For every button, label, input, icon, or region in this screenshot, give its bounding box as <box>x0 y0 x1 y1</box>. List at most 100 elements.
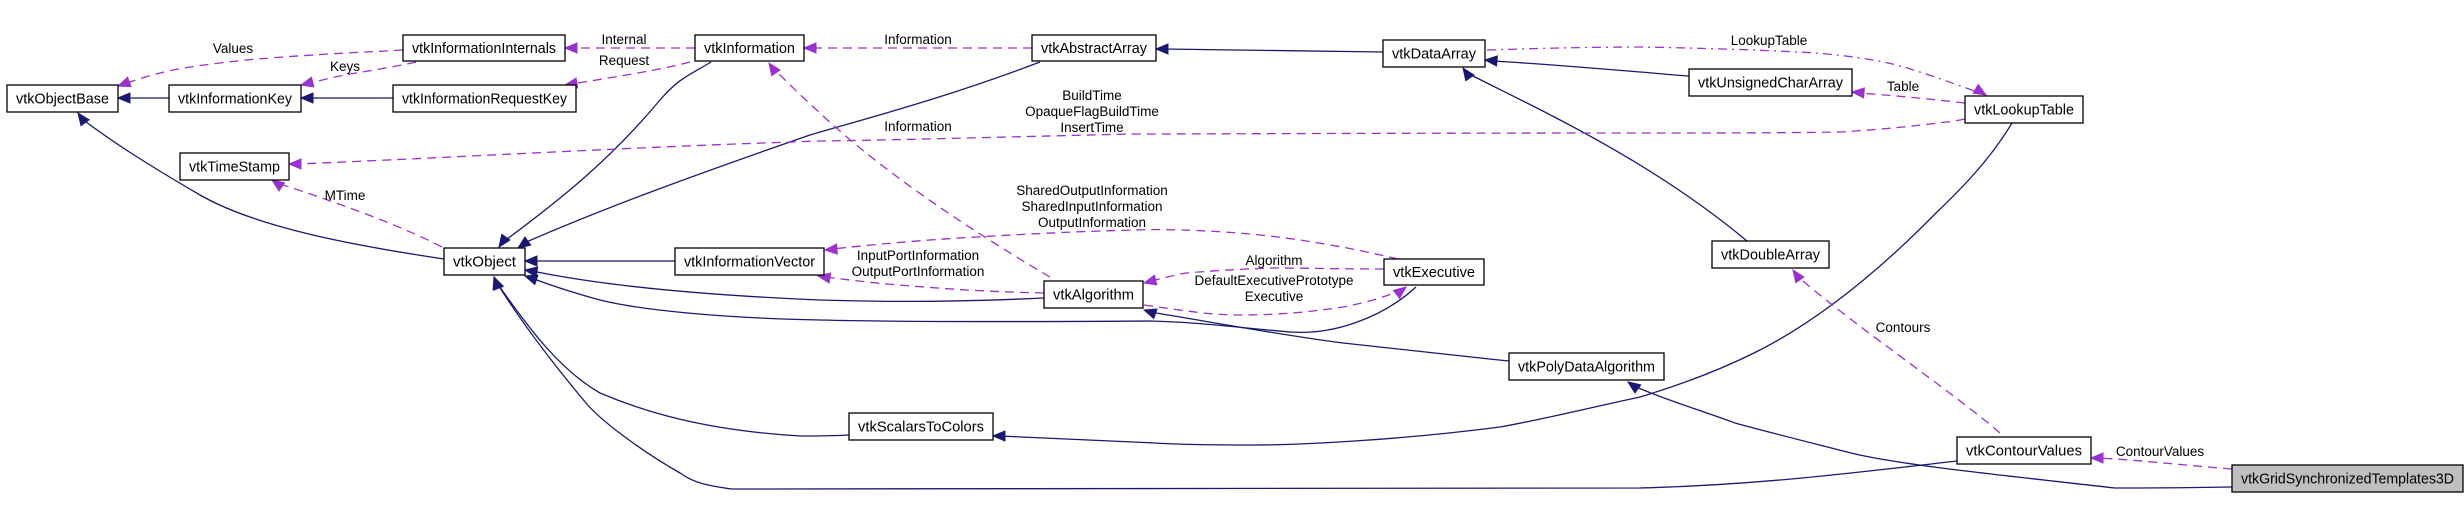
class-node-box <box>179 152 290 181</box>
edge-label-executive: Executive <box>1245 289 1304 304</box>
edge-label-table: Table <box>1887 79 1919 94</box>
arrowhead-icon <box>2089 452 2104 464</box>
arrowhead-icon <box>1626 381 1642 394</box>
arrowhead-icon <box>823 243 838 255</box>
class-node-label: vtkDataArray <box>1392 46 1476 63</box>
edge-label-information-algorithm: Information <box>884 119 952 134</box>
class-node-algorithm[interactable]: vtkAlgorithm <box>1043 280 1144 309</box>
edge-scalarstocolors-to-object <box>496 282 850 437</box>
class-node-box <box>674 247 825 276</box>
arrowhead-icon <box>516 236 532 249</box>
class-node-infovector[interactable]: vtkInformationVector <box>674 247 825 276</box>
class-node-dataarray[interactable]: vtkDataArray <box>1382 39 1486 68</box>
class-node-label: vtkObjectBase <box>16 91 109 108</box>
edge-label-information-abstract: Information <box>884 32 952 47</box>
class-node-box <box>694 34 805 62</box>
class-node-contourvalues[interactable]: vtkContourValues <box>1956 436 2092 465</box>
edge-label-algorithm: Algorithm <box>1245 253 1302 268</box>
edge-object-to-objectbase <box>81 118 445 260</box>
edge-label-values: Values <box>213 41 254 56</box>
class-node-label: vtkInformationVector <box>684 254 815 271</box>
edge-label-lookuptable: LookupTable <box>1731 33 1808 48</box>
edge-label-keys: Keys <box>330 59 360 74</box>
class-node-label: vtkDoubleArray <box>1721 247 1820 264</box>
arrowhead-icon <box>77 111 91 127</box>
class-node-timestamp[interactable]: vtkTimeStamp <box>179 152 290 181</box>
class-node-unsignedchararray[interactable]: vtkUnsignedCharArray <box>1688 68 1853 97</box>
class-node-gridsync[interactable]: vtkGridSynchronizedTemplates3D <box>2231 464 2464 493</box>
class-node-box <box>6 84 119 113</box>
arrowhead-icon <box>116 76 132 88</box>
arrowhead-icon <box>116 92 131 104</box>
edge-executive <box>1143 289 1402 316</box>
edge-times <box>295 118 1966 165</box>
class-node-label: vtkObject <box>453 254 517 271</box>
class-node-box <box>1383 258 1485 286</box>
edge-label-times: InsertTime <box>1060 120 1123 135</box>
class-node-box <box>168 84 302 113</box>
class-node-information[interactable]: vtkInformation <box>694 34 805 62</box>
arrowhead-icon <box>287 158 302 170</box>
arrowhead-icon <box>1972 83 1988 96</box>
edge-labels-layer: ValuesKeysInternalRequestInformationInfo… <box>213 32 2205 459</box>
arrowhead-icon <box>1792 268 1805 284</box>
edge-label-portinfo: InputPortInformation <box>857 248 979 263</box>
edge-label-times: BuildTime <box>1062 88 1122 103</box>
class-node-label: vtkPolyDataAlgorithm <box>1518 359 1655 376</box>
class-node-box <box>1382 39 1486 68</box>
class-node-object[interactable]: vtkObject <box>443 247 526 276</box>
edge-dataarray-to-abstractarray <box>1162 48 1384 53</box>
class-node-box <box>1964 95 2084 124</box>
class-node-lookuptable[interactable]: vtkLookupTable <box>1964 95 2084 124</box>
class-node-scalarstocolors[interactable]: vtkScalarsToColors <box>848 412 994 441</box>
edge-lookuptable <box>1486 46 1982 94</box>
arrowhead-icon <box>523 255 538 267</box>
class-node-label: vtkUnsignedCharArray <box>1698 75 1843 92</box>
edge-label-internal: Internal <box>601 32 646 47</box>
class-node-infokey[interactable]: vtkInformationKey <box>168 84 302 113</box>
edge-contours <box>1796 275 2001 434</box>
arrowhead-icon <box>1142 308 1158 320</box>
class-node-label: vtkAlgorithm <box>1053 287 1134 304</box>
arrowhead-icon <box>493 275 505 291</box>
class-node-executive[interactable]: vtkExecutive <box>1383 258 1485 286</box>
class-node-doublearray[interactable]: vtkDoubleArray <box>1711 240 1830 269</box>
class-node-box <box>1031 34 1157 62</box>
edge-contourvalues <box>2097 457 2233 470</box>
class-node-box <box>848 412 994 441</box>
arrowhead-icon <box>1142 274 1158 286</box>
class-node-label: vtkContourValues <box>1966 443 2082 460</box>
edge-gridsync-to-polydataalgorithm <box>1633 385 2233 489</box>
arrowhead-icon <box>1154 43 1169 55</box>
edge-label-contourvalues: ContourValues <box>2116 444 2205 459</box>
class-node-label: vtkInformationRequestKey <box>402 91 567 108</box>
class-node-label: vtkInformationInternals <box>412 40 556 57</box>
edge-executive-to-object <box>530 277 1417 334</box>
edge-values <box>123 49 404 85</box>
edge-label-contours: Contours <box>1876 320 1931 335</box>
class-node-objectbase[interactable]: vtkObjectBase <box>6 84 119 113</box>
edge-label-request: Request <box>599 53 650 68</box>
edge-mtime <box>276 182 443 248</box>
edge-label-shared: OutputInformation <box>1038 215 1146 230</box>
edge-unsignedchararray-to-dataarray <box>1491 60 1690 77</box>
class-node-inforeqkey[interactable]: vtkInformationRequestKey <box>392 84 577 113</box>
edge-information-to-object <box>502 61 712 243</box>
class-node-polydataalgorithm[interactable]: vtkPolyDataAlgorithm <box>1508 352 1665 381</box>
edge-portinfo <box>824 276 1045 294</box>
edge-contourvalues-to-object <box>496 282 1958 490</box>
arrowhead-icon <box>991 430 1006 442</box>
edge-keys <box>306 61 417 85</box>
class-node-abstractarray[interactable]: vtkAbstractArray <box>1031 34 1157 62</box>
class-node-box <box>1043 280 1144 309</box>
arrowhead-icon <box>299 76 315 88</box>
edge-doublearray-to-dataarray <box>1466 72 1748 242</box>
class-node-box <box>1956 436 2092 465</box>
arrowhead-icon <box>802 42 817 54</box>
edge-label-mtime: MTime <box>325 188 366 203</box>
class-node-label: vtkLookupTable <box>1974 102 2074 119</box>
nodes-layer: vtkObjectBase vtkInformationKey vtkInforma… <box>6 34 2464 493</box>
edge-algorithm-to-object <box>531 270 1045 302</box>
class-node-infointernals[interactable]: vtkInformationInternals <box>402 34 566 62</box>
class-node-label: vtkGridSynchronizedTemplates3D <box>2241 471 2454 488</box>
